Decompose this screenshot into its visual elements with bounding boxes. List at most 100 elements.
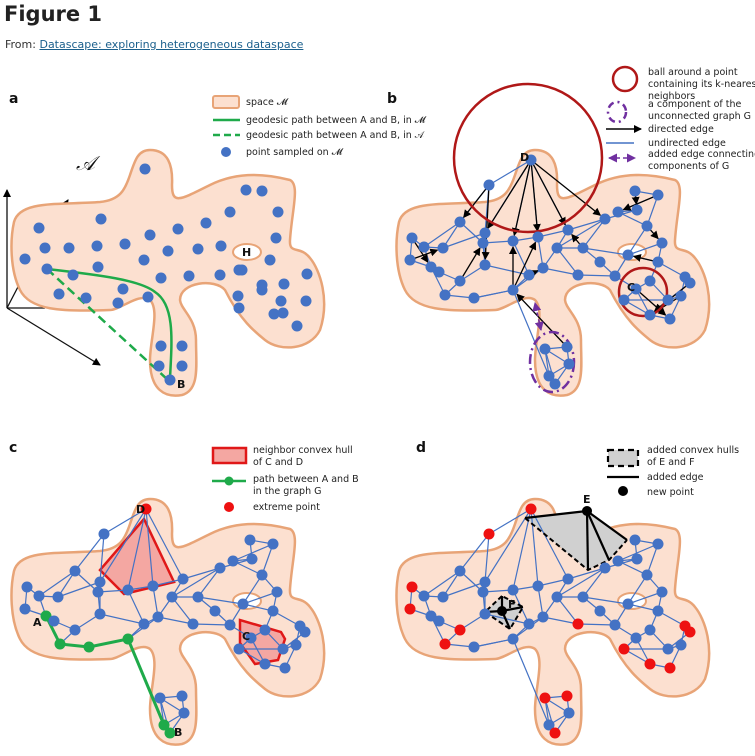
legend-c-line: path between A and B	[253, 474, 359, 485]
undirected-edge	[582, 567, 606, 598]
graph-node	[147, 580, 159, 592]
graph-node	[641, 569, 653, 581]
directed-edge	[530, 159, 566, 226]
ambient-space-symbol: 𝒜	[76, 151, 101, 175]
knn-ball-c	[617, 266, 669, 318]
graph-node	[277, 643, 289, 655]
panel-d: d E F added convex hulls of E an	[395, 440, 739, 746]
legend-d-line: new point	[647, 487, 694, 498]
panel-d-label: d	[416, 440, 426, 456]
graph-node	[612, 555, 624, 567]
node-b-label: B	[174, 726, 182, 739]
graph-node	[259, 624, 271, 636]
graph-node	[562, 573, 574, 585]
extreme-point	[539, 692, 551, 704]
manifold-region	[10, 148, 326, 397]
undirected-edge	[530, 508, 569, 580]
graph-node	[425, 610, 437, 622]
legend-d-line: added convex hulls	[647, 445, 739, 456]
legend-a-item: point sampled on 𝓜	[246, 147, 345, 158]
legend-b-line: directed edge	[648, 124, 714, 135]
graph-node	[630, 283, 642, 295]
sampled-point	[164, 374, 176, 386]
convex-hull-c	[238, 618, 287, 666]
graph-node	[69, 565, 81, 577]
graph-node	[609, 270, 621, 282]
undirected-edge	[512, 508, 532, 591]
undirected-edge	[232, 543, 274, 562]
extreme-point	[439, 638, 451, 650]
node-e-label: E	[583, 493, 591, 506]
undirected-edge	[556, 567, 606, 598]
panel-b: b D C ball around a point containing its…	[387, 65, 755, 397]
undirected-edge	[617, 543, 659, 562]
extreme-point	[483, 528, 495, 540]
graph-node	[224, 619, 236, 631]
path-segment	[88, 637, 129, 649]
legend-c: neighbor convex hull of C and D path bet…	[211, 445, 359, 513]
undirected-edge	[459, 533, 490, 572]
sampled-point	[300, 295, 312, 307]
undirected-edge	[103, 508, 147, 535]
source-article-link[interactable]: Datascape: exploring heterogeneous datas…	[39, 38, 304, 51]
extreme-point	[644, 658, 656, 670]
node-c-label: C	[627, 281, 635, 294]
graph-node	[98, 528, 110, 540]
sampled-point	[224, 206, 236, 218]
legend-d-line: added edge	[647, 472, 704, 483]
graph-node	[577, 242, 589, 254]
extreme-point	[664, 662, 676, 674]
legend-c-line: extreme point	[253, 502, 320, 513]
graph-node	[52, 591, 64, 603]
graph-node	[299, 626, 311, 638]
legend-d: added convex hulls of E and F added edge…	[606, 445, 739, 498]
graph-node	[433, 615, 445, 627]
legend-b-line: unconnected graph G	[648, 111, 751, 122]
sampled-point	[41, 263, 53, 275]
graph-node	[562, 224, 574, 236]
undirected-edge	[556, 247, 579, 276]
panel-c-label: c	[9, 440, 17, 456]
directed-edge	[530, 159, 541, 233]
sampled-point	[183, 270, 195, 282]
extreme-point	[561, 690, 573, 702]
graph-node	[652, 538, 664, 550]
hole-h-label: H	[242, 246, 251, 259]
graph-node	[267, 605, 279, 617]
sampled-point	[139, 163, 151, 175]
graph-node	[631, 204, 643, 216]
sampled-point	[63, 242, 75, 254]
sampled-point	[155, 340, 167, 352]
graph-node	[507, 284, 519, 296]
graph-node	[599, 562, 611, 574]
sampled-point	[119, 238, 131, 250]
sampled-point	[162, 245, 174, 257]
undirected-edge	[473, 638, 514, 648]
directed-edge	[511, 159, 532, 237]
sampled-point	[153, 360, 165, 372]
legend-black-dot	[618, 486, 628, 496]
legend-c-line: neighbor convex hull	[253, 445, 353, 456]
graph-nodes-c	[19, 503, 311, 739]
graph-node	[539, 343, 551, 355]
graph-node	[187, 618, 199, 630]
legend-a-item: geodesic path between A and B, in 𝓜	[246, 115, 428, 126]
graph-node	[54, 638, 66, 650]
graph-node	[618, 294, 630, 306]
directed-edge	[512, 241, 537, 291]
sampled-point	[268, 308, 280, 320]
graph-node	[532, 580, 544, 592]
sampled-point	[67, 269, 79, 281]
undirected-edge	[242, 591, 278, 605]
graph-node	[237, 598, 249, 610]
sampled-point	[192, 243, 204, 255]
graph-node	[523, 269, 535, 281]
extreme-point	[140, 503, 152, 515]
undirected-edge	[38, 570, 76, 597]
legend-a: space 𝓜 geodesic path between A and B, i…	[212, 95, 428, 158]
undirected-edge	[582, 218, 606, 249]
graph-node	[537, 611, 549, 623]
sampled-point	[270, 232, 282, 244]
undirected-edge	[192, 623, 231, 626]
graph-node	[439, 289, 451, 301]
